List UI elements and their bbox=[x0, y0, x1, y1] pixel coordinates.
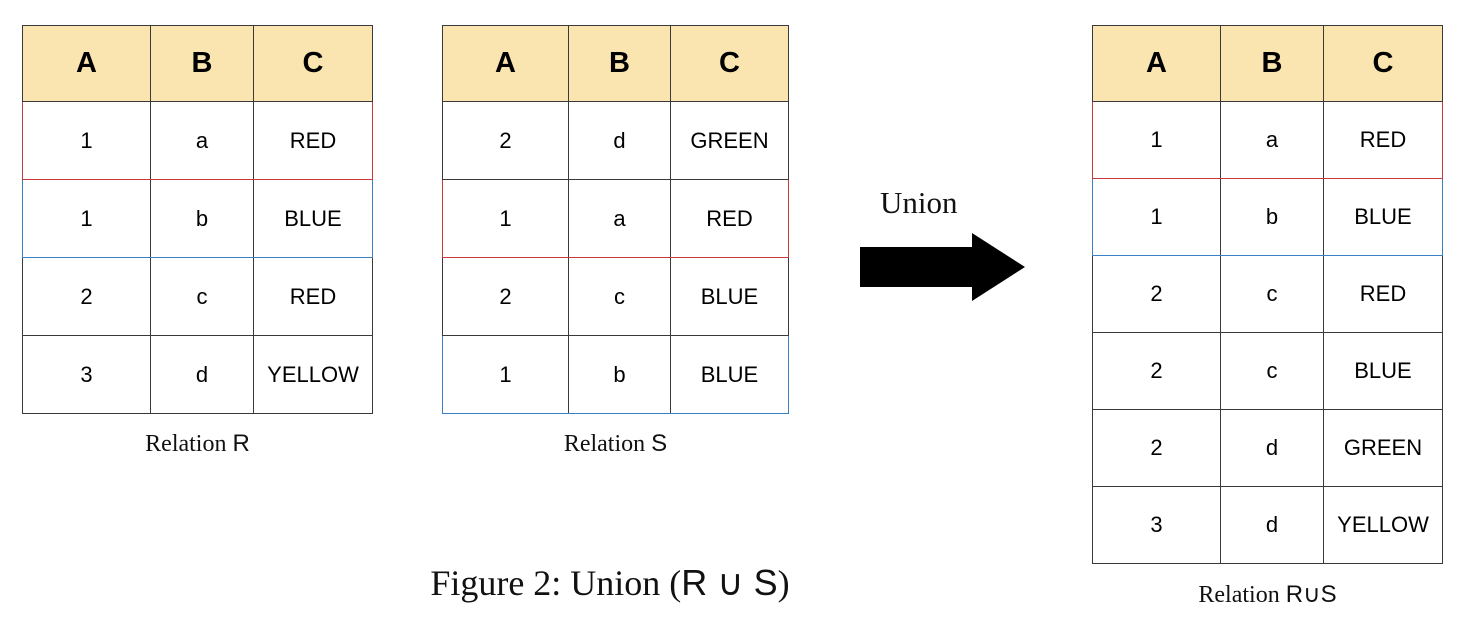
figure-caption: Figure 2: Union (R ∪ S) bbox=[330, 562, 890, 604]
table-row: 2 c RED bbox=[22, 257, 373, 336]
relation-r-block: A B C 1 a RED 1 b BLUE 2 c bbox=[22, 25, 373, 458]
figure-caption-prefix: Figure 2: Union ( bbox=[430, 563, 682, 603]
cell-c: BLUE bbox=[1323, 178, 1443, 256]
relation-r-caption: Relation R bbox=[22, 430, 373, 458]
relation-s-block: A B C 2 d GREEN 1 a RED 2 c bbox=[442, 25, 789, 458]
table-row: 2 c RED bbox=[1092, 255, 1443, 333]
column-header-b: B bbox=[1220, 25, 1324, 102]
cell-c: BLUE bbox=[670, 257, 789, 336]
cell-b: d bbox=[1220, 409, 1324, 487]
cell-c: GREEN bbox=[670, 101, 789, 180]
table-row: 1 b BLUE bbox=[22, 179, 373, 258]
cell-a: 1 bbox=[22, 101, 151, 180]
union-operator-group: Union bbox=[855, 185, 1055, 305]
relation-s-table: A B C 2 d GREEN 1 a RED 2 c bbox=[442, 25, 789, 414]
table-header-row: A B C bbox=[22, 25, 373, 102]
table-row: 2 d GREEN bbox=[1092, 409, 1443, 487]
table-row: 1 a RED bbox=[442, 179, 789, 258]
cell-a: 1 bbox=[1092, 101, 1221, 179]
cell-a: 1 bbox=[22, 179, 151, 258]
table-row: 3 d YELLOW bbox=[1092, 486, 1443, 564]
relation-r-caption-prefix: Relation bbox=[145, 431, 233, 457]
cell-b: c bbox=[1220, 255, 1324, 333]
cell-b: b bbox=[568, 335, 671, 414]
cell-b: a bbox=[568, 179, 671, 258]
figure-caption-suffix: ) bbox=[777, 563, 790, 603]
cell-c: RED bbox=[1323, 255, 1443, 333]
cell-c: RED bbox=[670, 179, 789, 258]
cell-b: a bbox=[1220, 101, 1324, 179]
table-row: 2 c BLUE bbox=[442, 257, 789, 336]
cell-b: b bbox=[150, 179, 254, 258]
cell-a: 3 bbox=[22, 335, 151, 414]
union-operator-label: Union bbox=[880, 185, 958, 220]
relation-rus-caption: Relation R∪S bbox=[1092, 580, 1443, 609]
cell-a: 2 bbox=[22, 257, 151, 336]
cell-c: RED bbox=[253, 101, 373, 180]
relation-s-caption-name: S bbox=[651, 430, 668, 457]
table-header-row: A B C bbox=[442, 25, 789, 102]
relation-r-body: 1 a RED 1 b BLUE 2 c RED 3 d YELLOW bbox=[22, 101, 373, 414]
cell-a: 2 bbox=[1092, 255, 1221, 333]
column-header-b: B bbox=[568, 25, 671, 102]
column-header-c: C bbox=[1323, 25, 1443, 102]
column-header-c: C bbox=[253, 25, 373, 102]
column-header-a: A bbox=[22, 25, 151, 102]
column-header-a: A bbox=[1092, 25, 1221, 102]
relation-rus-caption-prefix: Relation bbox=[1198, 582, 1286, 608]
table-row: 1 b BLUE bbox=[442, 335, 789, 414]
cell-b: d bbox=[1220, 486, 1324, 564]
column-header-c: C bbox=[670, 25, 789, 102]
cell-b: d bbox=[568, 101, 671, 180]
relation-rus-body: 1 a RED 1 b BLUE 2 c RED 2 c BLUE bbox=[1092, 101, 1443, 564]
cell-c: RED bbox=[253, 257, 373, 336]
table-row: 2 d GREEN bbox=[442, 101, 789, 180]
cell-a: 1 bbox=[442, 335, 569, 414]
cell-c: YELLOW bbox=[253, 335, 373, 414]
cell-b: c bbox=[568, 257, 671, 336]
relation-s-body: 2 d GREEN 1 a RED 2 c BLUE 1 b BLUE bbox=[442, 101, 789, 414]
column-header-b: B bbox=[150, 25, 254, 102]
relation-s-caption: Relation S bbox=[442, 430, 789, 458]
cell-a: 1 bbox=[442, 179, 569, 258]
relation-rus-table: A B C 1 a RED 1 b BLUE 2 c bbox=[1092, 25, 1443, 564]
relation-rus-block: A B C 1 a RED 1 b BLUE 2 c bbox=[1092, 25, 1443, 609]
cell-c: GREEN bbox=[1323, 409, 1443, 487]
relation-r-caption-name: R bbox=[232, 430, 250, 457]
right-arrow-icon bbox=[860, 233, 1025, 301]
column-header-a: A bbox=[442, 25, 569, 102]
cell-c: RED bbox=[1323, 101, 1443, 179]
table-row: 3 d YELLOW bbox=[22, 335, 373, 414]
cell-b: d bbox=[150, 335, 254, 414]
cell-c: BLUE bbox=[670, 335, 789, 414]
relation-s-caption-prefix: Relation bbox=[563, 431, 652, 457]
cell-a: 2 bbox=[442, 257, 569, 336]
cell-a: 3 bbox=[1092, 486, 1221, 564]
cell-c: YELLOW bbox=[1323, 486, 1443, 564]
figure-caption-expression: R ∪ S bbox=[681, 562, 778, 603]
relation-r-table: A B C 1 a RED 1 b BLUE 2 c bbox=[22, 25, 373, 414]
table-row: 1 a RED bbox=[1092, 101, 1443, 179]
cell-c: BLUE bbox=[1323, 332, 1443, 410]
cell-b: a bbox=[150, 101, 254, 180]
table-row: 2 c BLUE bbox=[1092, 332, 1443, 410]
table-header-row: A B C bbox=[1092, 25, 1443, 102]
table-row: 1 a RED bbox=[22, 101, 373, 180]
cell-a: 2 bbox=[442, 101, 569, 180]
cell-b: b bbox=[1220, 178, 1324, 256]
cell-a: 2 bbox=[1092, 409, 1221, 487]
cell-a: 2 bbox=[1092, 332, 1221, 410]
cell-c: BLUE bbox=[253, 179, 373, 258]
cell-b: c bbox=[1220, 332, 1324, 410]
cell-b: c bbox=[150, 257, 254, 336]
relation-rus-caption-name: R∪S bbox=[1285, 581, 1337, 608]
cell-a: 1 bbox=[1092, 178, 1221, 256]
table-row: 1 b BLUE bbox=[1092, 178, 1443, 256]
